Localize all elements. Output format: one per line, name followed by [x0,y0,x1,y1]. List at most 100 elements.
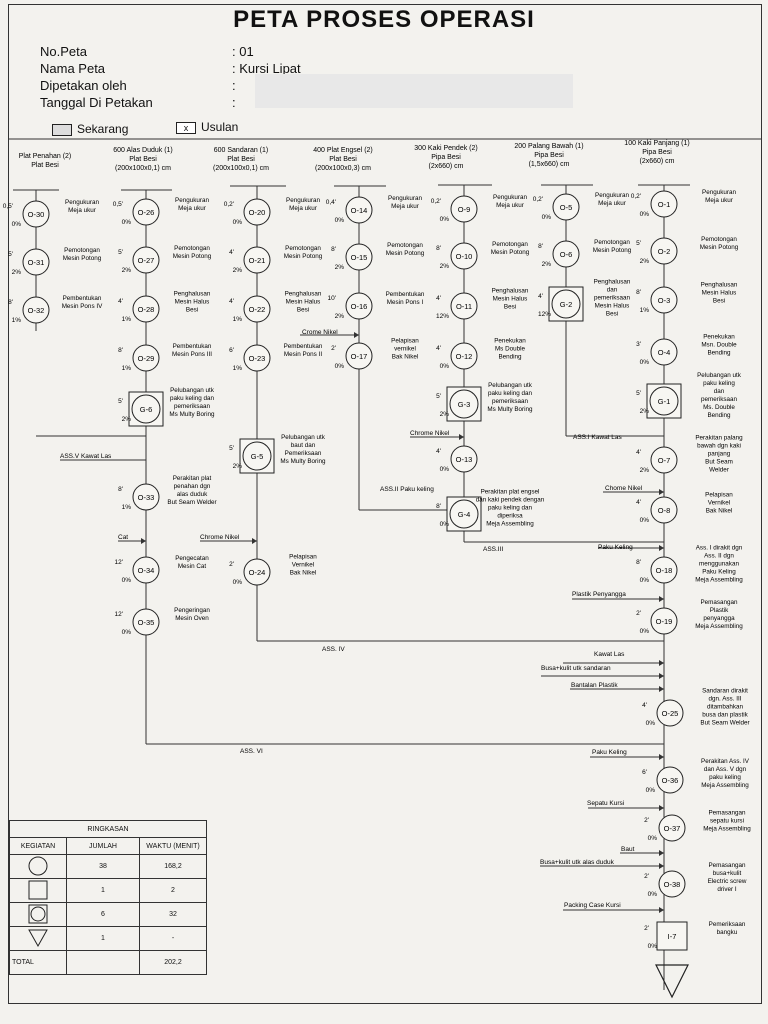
step-desc-o-32-2: Mesin Pons IV [62,303,103,310]
step-pct-o-34: 0% [122,577,132,584]
step-desc-o-10-2: Mesin Potong [491,249,530,256]
step-pct-o-19: 0% [640,628,650,635]
step-pct-o-27: 2% [122,267,132,274]
step-desc-o-15-1: Pemotongan [387,242,423,249]
combined-square-g-5 [239,438,275,474]
step-desc-o-30-2: Meja ukur [68,207,96,214]
step-desc-g-4-4: diperiksa [497,513,523,520]
step-desc-o-9-2: Meja ukur [496,202,524,209]
step-id-o-9: O-9 [458,205,471,214]
step-desc-o-14-1: Pengukuran [388,195,422,202]
step-time-o-27: 5' [118,249,123,256]
annotation-16: ASS. VI [240,748,263,755]
step-desc-o-8-2: Vernikel [708,500,730,507]
annotation-11: Plastik Penyangga [572,591,626,598]
step-desc-o-35-1: Pengeringan [174,607,210,614]
step-desc-g-5-1: Pelubangan utk [281,434,326,441]
combined-square-g-2 [548,286,584,322]
step-desc-o-10-1: Pemotongan [492,241,528,248]
step-id-o-7: O-7 [658,456,671,465]
column-header-4-line-1: 400 Plat Engsel (2) [313,147,373,154]
492-head [659,489,664,495]
910-head [659,907,664,913]
summary-waktu-operation: 168,2 [139,854,207,879]
step-time-o-6: 8' [538,243,543,250]
step-desc-o-23-1: Pembentukan [284,343,323,350]
step-desc-i-7-2: bangku [717,929,738,936]
step-time-o-11: 4' [436,295,441,302]
step-id-o-16: O-16 [351,302,368,311]
combined-circle-g-4 [449,499,479,529]
step-desc-o-19-1: Pemasangan [700,599,738,606]
step-pct-o-25: 0% [646,720,656,727]
step-desc-o-29-1: Pembentukan [173,343,212,350]
step-time-o-8: 4' [636,499,641,506]
step-desc-o-12-1: Penekukan [494,338,526,345]
dipetakan-label: Dipetakan oleh [40,78,127,93]
step-desc-o-34-2: Mesin Cat [178,563,207,570]
step-desc-g-2-3: pemeriksaan [594,295,631,302]
step-time-o-14: 0,4' [326,199,336,206]
step-pct-o-24: 0% [233,579,243,586]
summary-waktu-inspection: 2 [139,878,207,903]
operation-circle-o-16 [345,292,373,320]
annotation-13: Kawat Las [594,651,625,658]
step-desc-g-4-2: dan kaki pendek dengan [476,497,545,504]
legend-sekarang-box [52,124,72,136]
step-desc-g-6-2: paku keling dan [170,395,215,402]
step-desc-o-35-2: Mesin Oven [175,615,209,622]
step-desc-o-27-1: Pemotongan [174,245,210,252]
437-head [459,434,464,440]
step-time-g-2: 4' [538,293,543,300]
step-desc-o-33-3: alas duduk [177,491,208,498]
summary-total-waktu: 202,2 [139,950,207,975]
599-head [659,596,664,602]
step-pct-o-37: 0% [648,835,658,842]
step-desc-g-3-3: pemeriksaan [492,398,529,405]
step-desc-o-36-3: paku keling [709,774,741,781]
step-desc-g-1-6: Bending [707,412,731,419]
step-id-o-30: O-30 [28,210,45,219]
step-pct-o-14: 0% [335,217,345,224]
step-id-o-6: O-6 [560,250,573,259]
step-id-o-37: O-37 [664,824,681,833]
step-pct-o-31: 2% [12,269,22,276]
step-desc-o-15-2: Mesin Potong [386,250,425,257]
step-desc-o-24-2: Vernikel [292,562,314,569]
operation-circle-o-10 [450,242,478,270]
step-desc-o-22-2: Mesin Halus [286,299,321,306]
operation-circle-o-9 [450,195,478,223]
step-desc-o-24-3: Bak Nikel [290,570,317,577]
step-id-o-25: O-25 [662,709,679,718]
step-pct-o-17: 0% [335,363,345,370]
step-desc-o-37-3: Meja Assembling [703,826,751,833]
step-desc-o-22-1: Penghalusan [285,291,322,298]
step-desc-o-32-1: Pembentukan [63,295,102,302]
annotation-20: Busa+kulit utk alas duduk [540,859,615,866]
step-id-g-6: G-6 [140,405,153,414]
step-desc-o-18-3: menggunakan [699,561,739,568]
step-id-o-20: O-20 [249,208,266,217]
step-desc-o-38-2: busa+kulit [713,870,742,877]
annotation-17: Paku Keling [592,749,627,756]
step-desc-o-14-2: Meja ukur [391,203,419,210]
step-desc-o-19-4: Meja Assembling [695,623,743,630]
step-desc-o-38-4: driver I [717,886,736,893]
step-id-o-24: O-24 [249,568,266,577]
step-desc-o-37-2: sepatu kursi [710,818,744,825]
column-header-1-line-2: Plat Besi [31,162,59,169]
step-id-o-5: O-5 [560,203,573,212]
541-head [141,538,146,544]
step-time-o-28: 4' [118,298,123,305]
step-desc-o-18-4: Paku Keling [702,569,736,576]
step-desc-o-17-1: Pelapisan [391,338,419,345]
